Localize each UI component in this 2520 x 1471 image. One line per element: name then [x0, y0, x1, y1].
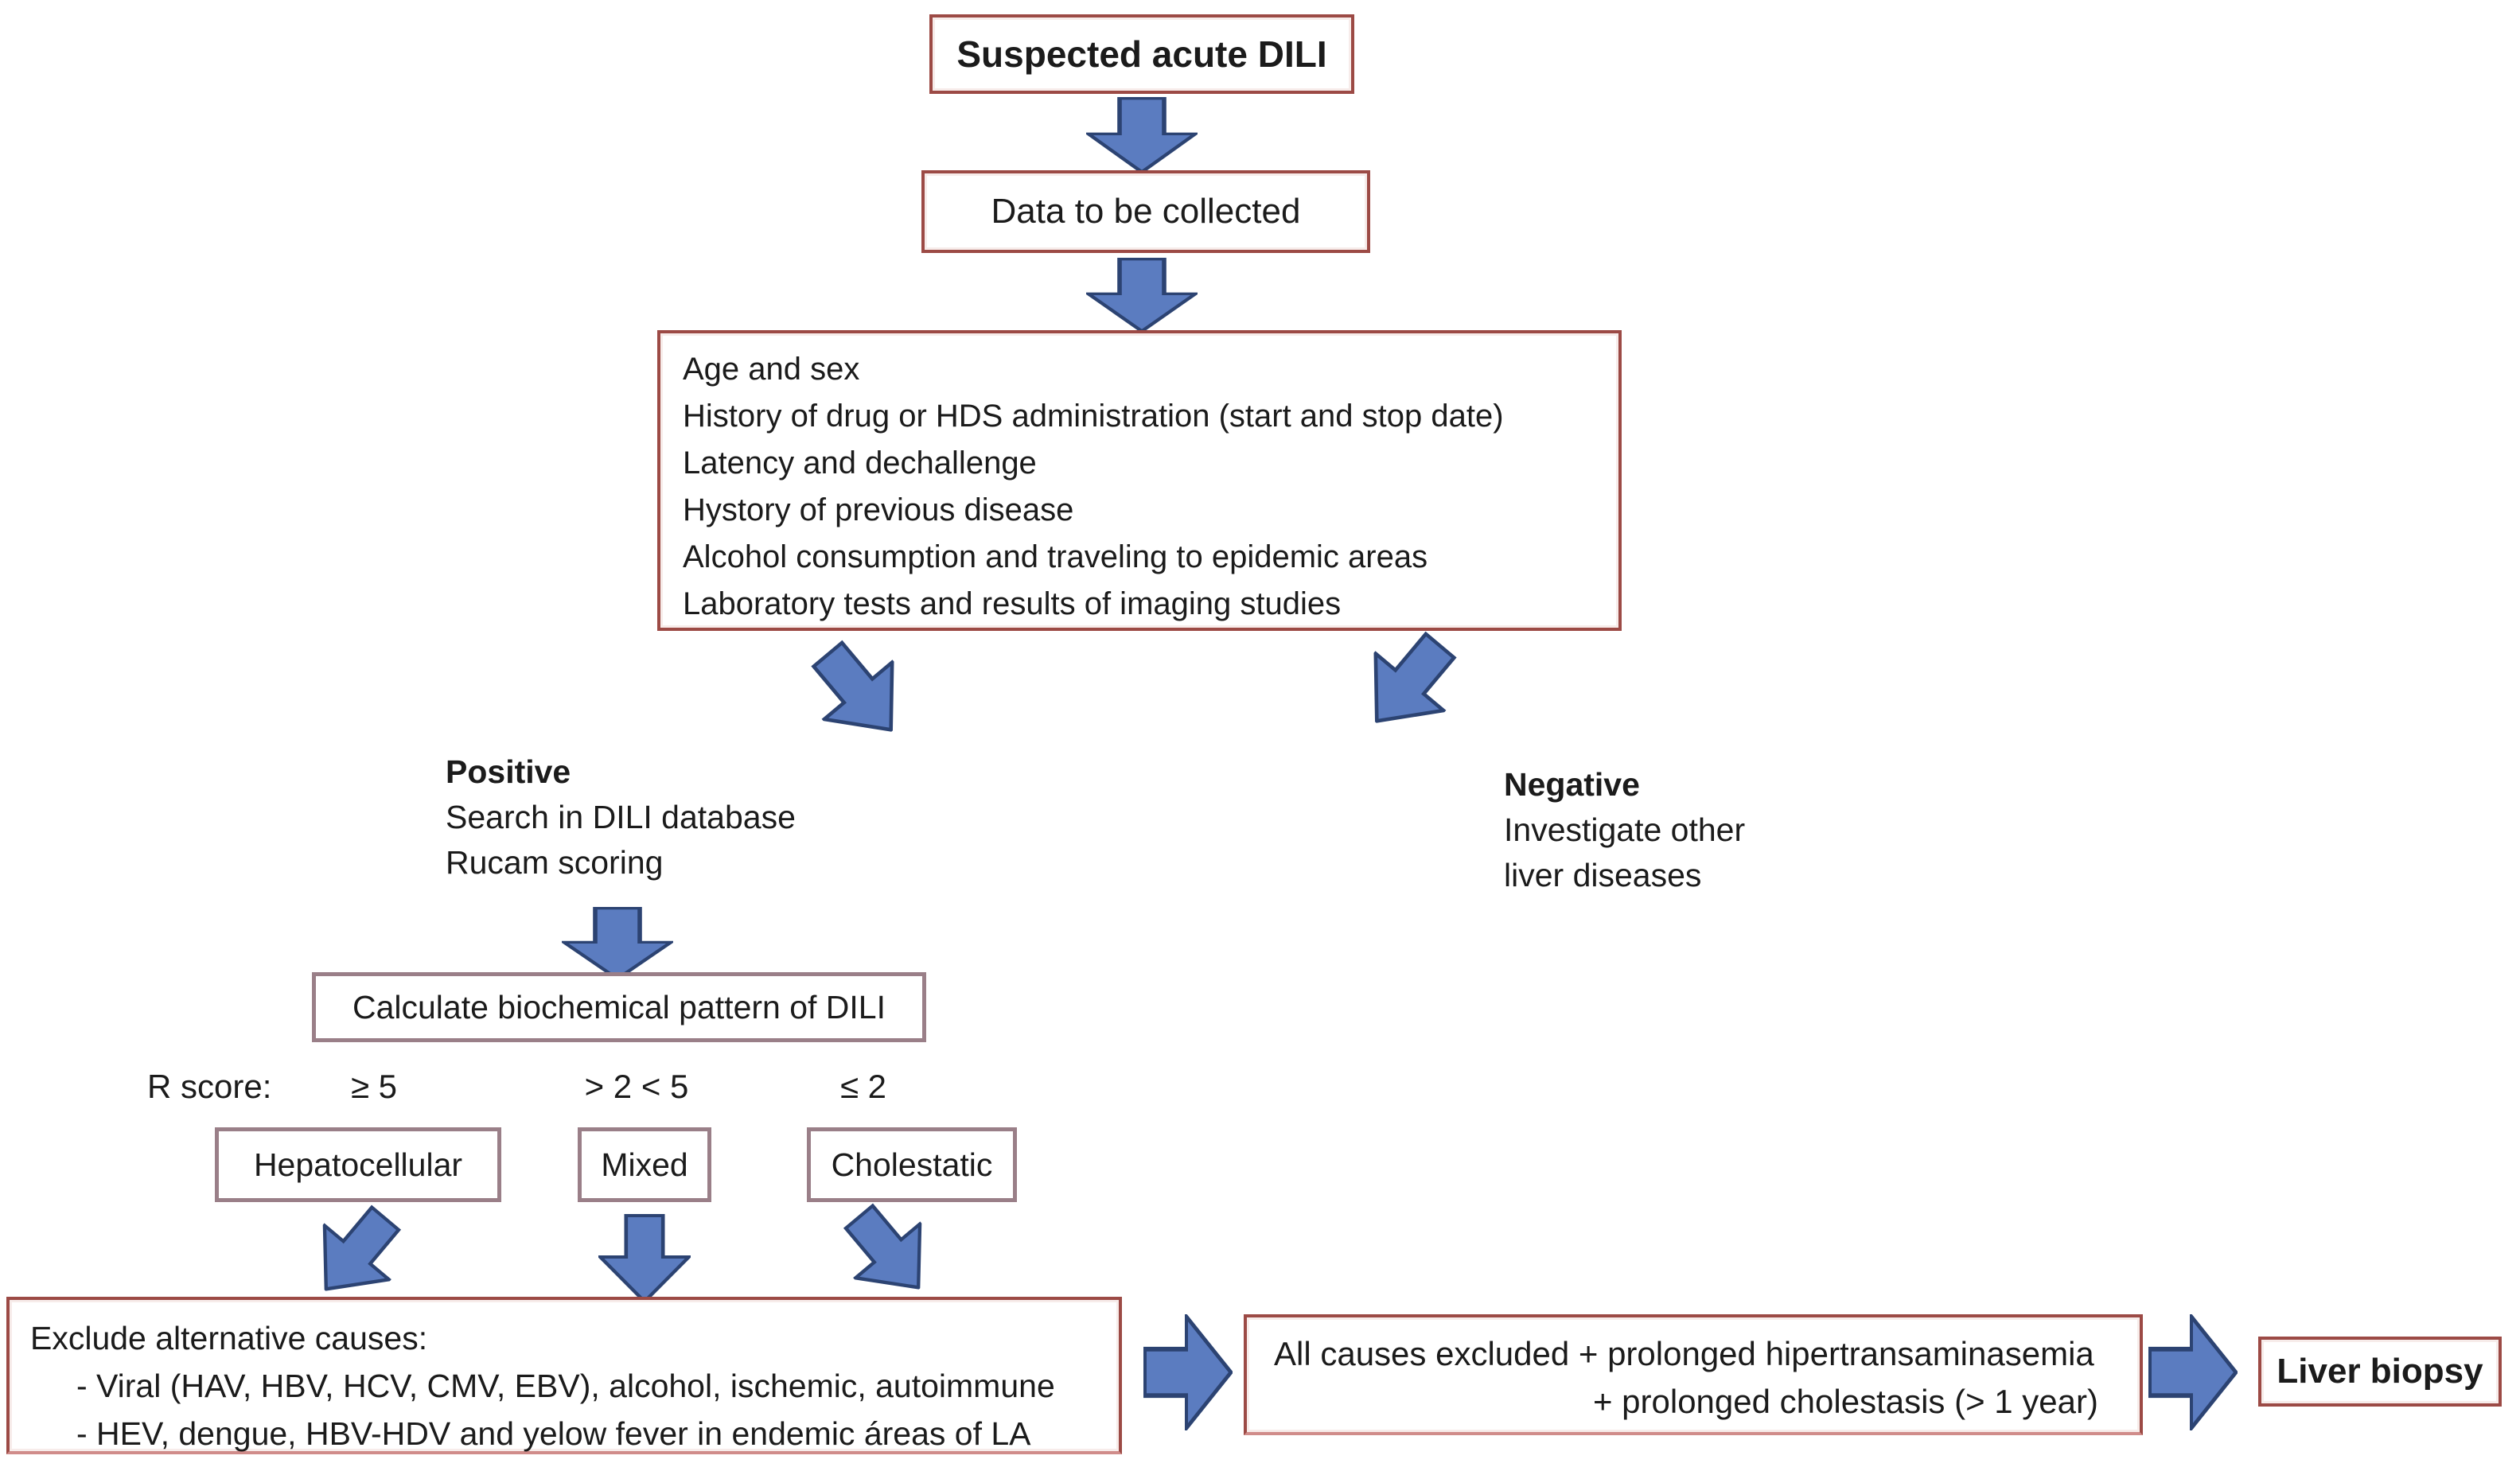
node-suspected-dili: Suspected acute DILI	[929, 14, 1354, 94]
r-score-threshold: ≥ 5	[350, 1068, 398, 1105]
r-score-threshold: ≤ 2	[839, 1068, 887, 1105]
r-score-threshold: > 2 < 5	[584, 1068, 689, 1105]
checklist-line: Age and sex	[683, 352, 860, 387]
node-data-checklist: Age and sex History of drug or HDS admin…	[657, 330, 1622, 631]
checklist-line: Alcohol consumption and traveling to epi…	[683, 539, 1428, 574]
down-arrow-icon	[1086, 97, 1198, 173]
node-pattern-cholestatic: Cholestatic	[807, 1127, 1017, 1202]
branch-negative: Negative Investigate other liver disease…	[1504, 762, 1745, 898]
node-pattern-cholestatic-label: Cholestatic	[831, 1146, 993, 1183]
down-arrow-icon	[598, 1214, 691, 1303]
branch-negative-line: liver diseases	[1504, 857, 1702, 893]
checklist-line: Laboratory tests and results of imaging …	[683, 586, 1342, 621]
down-right-arrow-icon	[791, 624, 927, 761]
checklist-line: Latency and dechallenge	[683, 446, 1037, 481]
node-pattern-mixed-label: Mixed	[601, 1146, 688, 1183]
exclude-line: - Viral (HAV, HBV, HCV, CMV, EBV), alcoh…	[76, 1368, 1055, 1404]
down-arrow-icon	[562, 907, 673, 980]
branch-positive: Positive Search in DILI database Rucam s…	[446, 749, 796, 885]
checklist-line: History of drug or HDS administration (s…	[683, 399, 1504, 434]
checklist-line: Hystory of previous disease	[683, 492, 1074, 527]
exclude-line: - HEV, dengue, HBV-HDV and yelow fever i…	[76, 1415, 1031, 1452]
all-causes-line: All causes excluded + prolonged hipertra…	[1274, 1335, 2094, 1372]
exclude-title: Exclude alternative causes:	[30, 1320, 428, 1356]
down-left-arrow-icon	[1340, 615, 1476, 753]
branch-positive-line: Rucam scoring	[446, 844, 664, 881]
branch-negative-title: Negative	[1504, 766, 1640, 803]
right-arrow-icon	[1143, 1314, 1233, 1430]
node-data-to-be-collected-label: Data to be collected	[991, 192, 1301, 231]
node-pattern-hepatocellular-label: Hepatocellular	[253, 1146, 463, 1183]
node-all-causes-excluded: All causes excluded + prolonged hipertra…	[1244, 1314, 2143, 1435]
down-right-arrow-icon	[824, 1188, 952, 1317]
all-causes-line: + prolonged cholestasis (> 1 year)	[1592, 1383, 2098, 1420]
r-score-label: R score:	[147, 1068, 272, 1105]
node-calculate-pattern: Calculate biochemical pattern of DILI	[312, 972, 926, 1042]
down-arrow-icon	[1086, 258, 1198, 333]
node-liver-biopsy: Liver biopsy	[2258, 1337, 2502, 1407]
node-suspected-dili-label: Suspected acute DILI	[956, 33, 1327, 75]
branch-positive-title: Positive	[446, 753, 571, 790]
node-exclude-causes: Exclude alternative causes: - Viral (HAV…	[6, 1297, 1122, 1454]
node-calculate-pattern-label: Calculate biochemical pattern of DILI	[352, 988, 886, 1025]
node-pattern-mixed: Mixed	[578, 1127, 711, 1202]
node-data-to-be-collected: Data to be collected	[921, 170, 1370, 253]
node-pattern-hepatocellular: Hepatocellular	[215, 1127, 501, 1202]
branch-positive-line: Search in DILI database	[446, 799, 796, 835]
node-liver-biopsy-label: Liver biopsy	[2277, 1352, 2483, 1391]
down-left-arrow-icon	[291, 1189, 419, 1319]
branch-negative-line: Investigate other	[1504, 811, 1746, 848]
right-arrow-icon	[2148, 1314, 2238, 1430]
